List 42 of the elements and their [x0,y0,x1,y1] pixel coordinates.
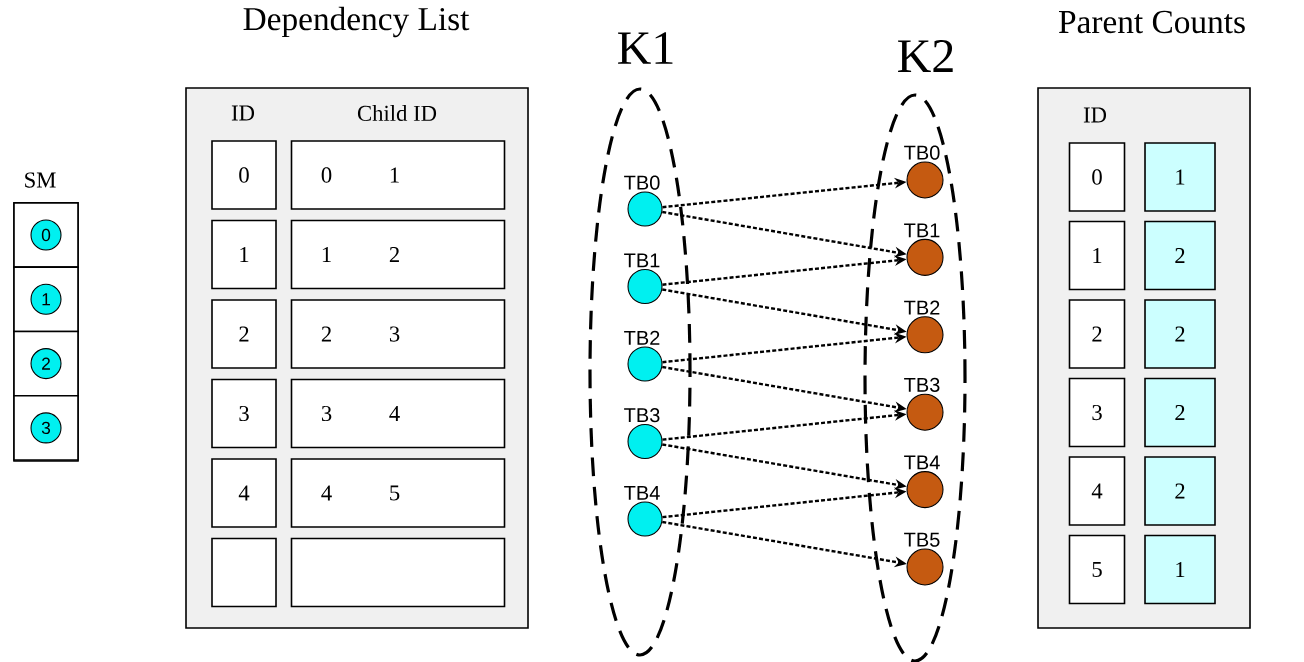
table-cell: 1 2 [290,219,506,290]
table-cell: 1 [1068,220,1126,291]
table-cell: 2 [1144,220,1216,291]
block-label: TB2 [904,300,940,315]
block-label: TB0 [624,175,660,190]
table-cell: 0 [1068,142,1126,212]
panel-title: Parent Counts [1059,10,1245,34]
table-cell: 2 3 [290,299,506,369]
table-cell: 1 [1144,142,1216,212]
block-label: TB1 [624,253,660,268]
table-cell: 2 [1144,456,1216,526]
table-cell: 3 [1068,377,1126,448]
group-title: K2 [898,40,953,72]
column-header: ID [1083,107,1107,123]
table-cell: 4 [211,458,277,528]
table-cell: 2 [211,299,277,369]
block-label: TB4 [904,455,940,470]
table-cell: 1 [1144,534,1216,605]
block-label: TB3 [624,408,660,423]
group-title: K1 [618,32,673,64]
table-cell: 0 [211,140,277,210]
column-header: ID [231,105,255,121]
table-cell: 2 [1144,299,1216,369]
block-label: TB3 [904,377,940,392]
table-cell: 0 1 [290,140,506,210]
table-cell: 3 [211,378,277,449]
panel-title: SM [25,172,56,188]
table-cell: 5 [1068,534,1126,605]
block-label: TB1 [904,223,940,238]
empty-cell [211,537,277,608]
panel-title: Dependency List [243,6,470,38]
table-cell: 2 [1144,377,1216,448]
block-label: TB2 [624,330,660,345]
empty-cell [290,537,506,608]
table-cell: 4 5 [290,458,506,528]
block-label: TB5 [904,532,940,547]
table-cell: 2 [1068,299,1126,369]
table-cell: 1 [211,219,277,290]
table-cell: 3 4 [290,378,506,449]
table-cell: 4 [1068,456,1126,526]
block-label: TB0 [904,145,940,160]
block-label: TB4 [624,486,660,500]
